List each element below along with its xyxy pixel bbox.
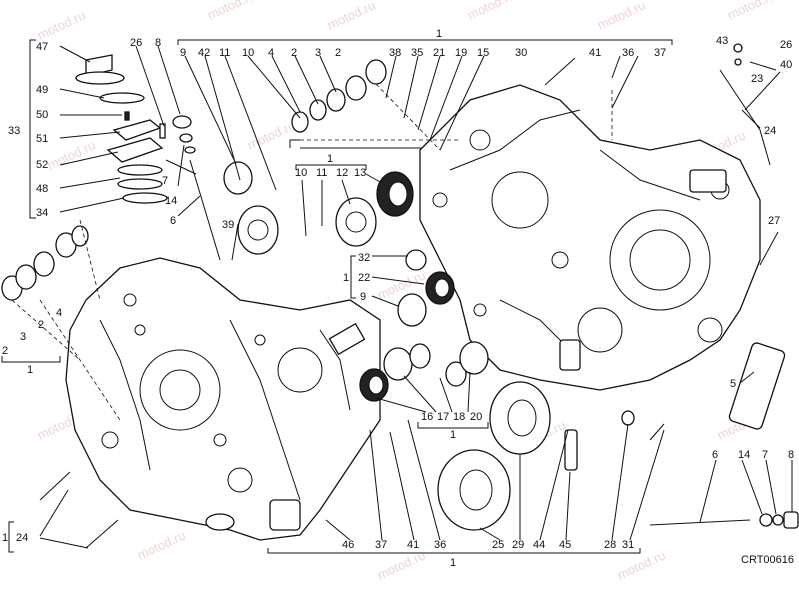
callout-32: 32 [358,252,370,264]
callout-8: 8 [155,37,161,49]
callout-24: 24 [764,125,776,137]
drawing-code: CRT00616 [741,554,794,566]
breather-assembly [75,54,221,261]
callout-38: 38 [389,47,401,59]
callout-40: 40 [780,59,792,71]
callout-36: 36 [434,539,446,551]
callout-23: 23 [751,73,763,85]
callout-10: 10 [242,47,254,59]
callout-37: 37 [654,47,666,59]
callout-45: 45 [559,539,571,551]
callout-1: 1 [2,532,8,544]
callout-31: 31 [622,539,634,551]
watermark-text: motod.ru [45,137,98,172]
callout-22: 22 [358,272,370,284]
right-crankcase-half [419,84,761,391]
callout-25: 25 [492,539,504,551]
callout-9: 9 [180,47,186,59]
watermark-text: motod.ru [325,0,378,33]
watermark-text: motod.ru [35,7,88,42]
callout-2: 2 [335,47,341,59]
leader-lines [39,45,793,549]
callout-41: 41 [407,539,419,551]
callout-12: 12 [336,167,348,179]
callout-36: 36 [622,47,634,59]
callout-1: 1 [450,557,456,569]
callout-8: 8 [788,449,794,461]
callout-26: 26 [130,37,142,49]
left-bearing-stack [1,225,89,361]
callout-39: 39 [222,219,234,231]
callout-13: 13 [354,167,366,179]
callout-44: 44 [533,539,545,551]
callout-10: 10 [295,167,307,179]
callout-14: 14 [738,449,750,461]
callout-29: 29 [512,539,524,551]
callout-3: 3 [20,331,26,343]
watermark-text: motod.ru [205,0,258,23]
callout-9: 9 [360,291,366,303]
watermark-text: motod.ru [135,527,188,562]
callout-1: 1 [327,153,333,165]
callout-11: 11 [219,47,230,59]
callout-21: 21 [433,47,445,59]
callout-47: 47 [36,41,48,53]
bolts-studs [39,43,799,549]
callout-4: 4 [268,47,274,59]
callout-37: 37 [375,539,387,551]
callout-24: 24 [16,532,28,544]
callout-27: 27 [768,215,780,227]
callout-51: 51 [36,133,48,145]
callout-1: 1 [436,28,442,40]
callout-16: 16 [421,411,433,423]
callout-52: 52 [36,159,48,171]
callout-2: 2 [38,319,44,331]
callout-15: 15 [477,47,489,59]
callout-1: 1 [450,429,456,441]
callout-48: 48 [36,183,48,195]
watermark-text: motod.ru [595,0,648,33]
callout-46: 46 [342,539,354,551]
callout-7: 7 [762,449,768,461]
callout-34: 34 [36,207,48,219]
callout-42: 42 [198,47,210,59]
callout-49: 49 [36,84,48,96]
callout-6: 6 [712,449,718,461]
callout-17: 17 [437,411,449,423]
callout-11: 11 [316,167,327,179]
callout-30: 30 [515,47,527,59]
callout-35: 35 [411,47,423,59]
callout-20: 20 [470,411,482,423]
callout-2: 2 [2,345,8,357]
callout-1: 1 [27,364,33,376]
callout-7: 7 [162,175,168,187]
callout-5: 5 [730,378,736,390]
callout-14: 14 [165,195,177,207]
callout-3: 3 [315,47,321,59]
callout-2: 2 [291,47,297,59]
callout-1: 1 [343,272,349,284]
callout-41: 41 [589,47,601,59]
callout-33: 33 [8,125,20,137]
group-brackets [1,39,673,554]
callout-26: 26 [780,39,792,51]
watermark-text: motod.ru [465,0,518,23]
watermark-text: motod.ru [725,0,778,23]
left-crankcase-half [65,257,381,541]
callout-18: 18 [453,411,465,423]
callout-43: 43 [716,35,728,47]
callout-19: 19 [455,47,467,59]
callout-50: 50 [36,109,48,121]
callout-4: 4 [56,307,62,319]
callout-6: 6 [170,215,176,227]
callout-28: 28 [604,539,616,551]
callout-labels: 47 26 8 9 42 11 10 4 2 3 2 38 35 21 19 1… [2,28,794,569]
